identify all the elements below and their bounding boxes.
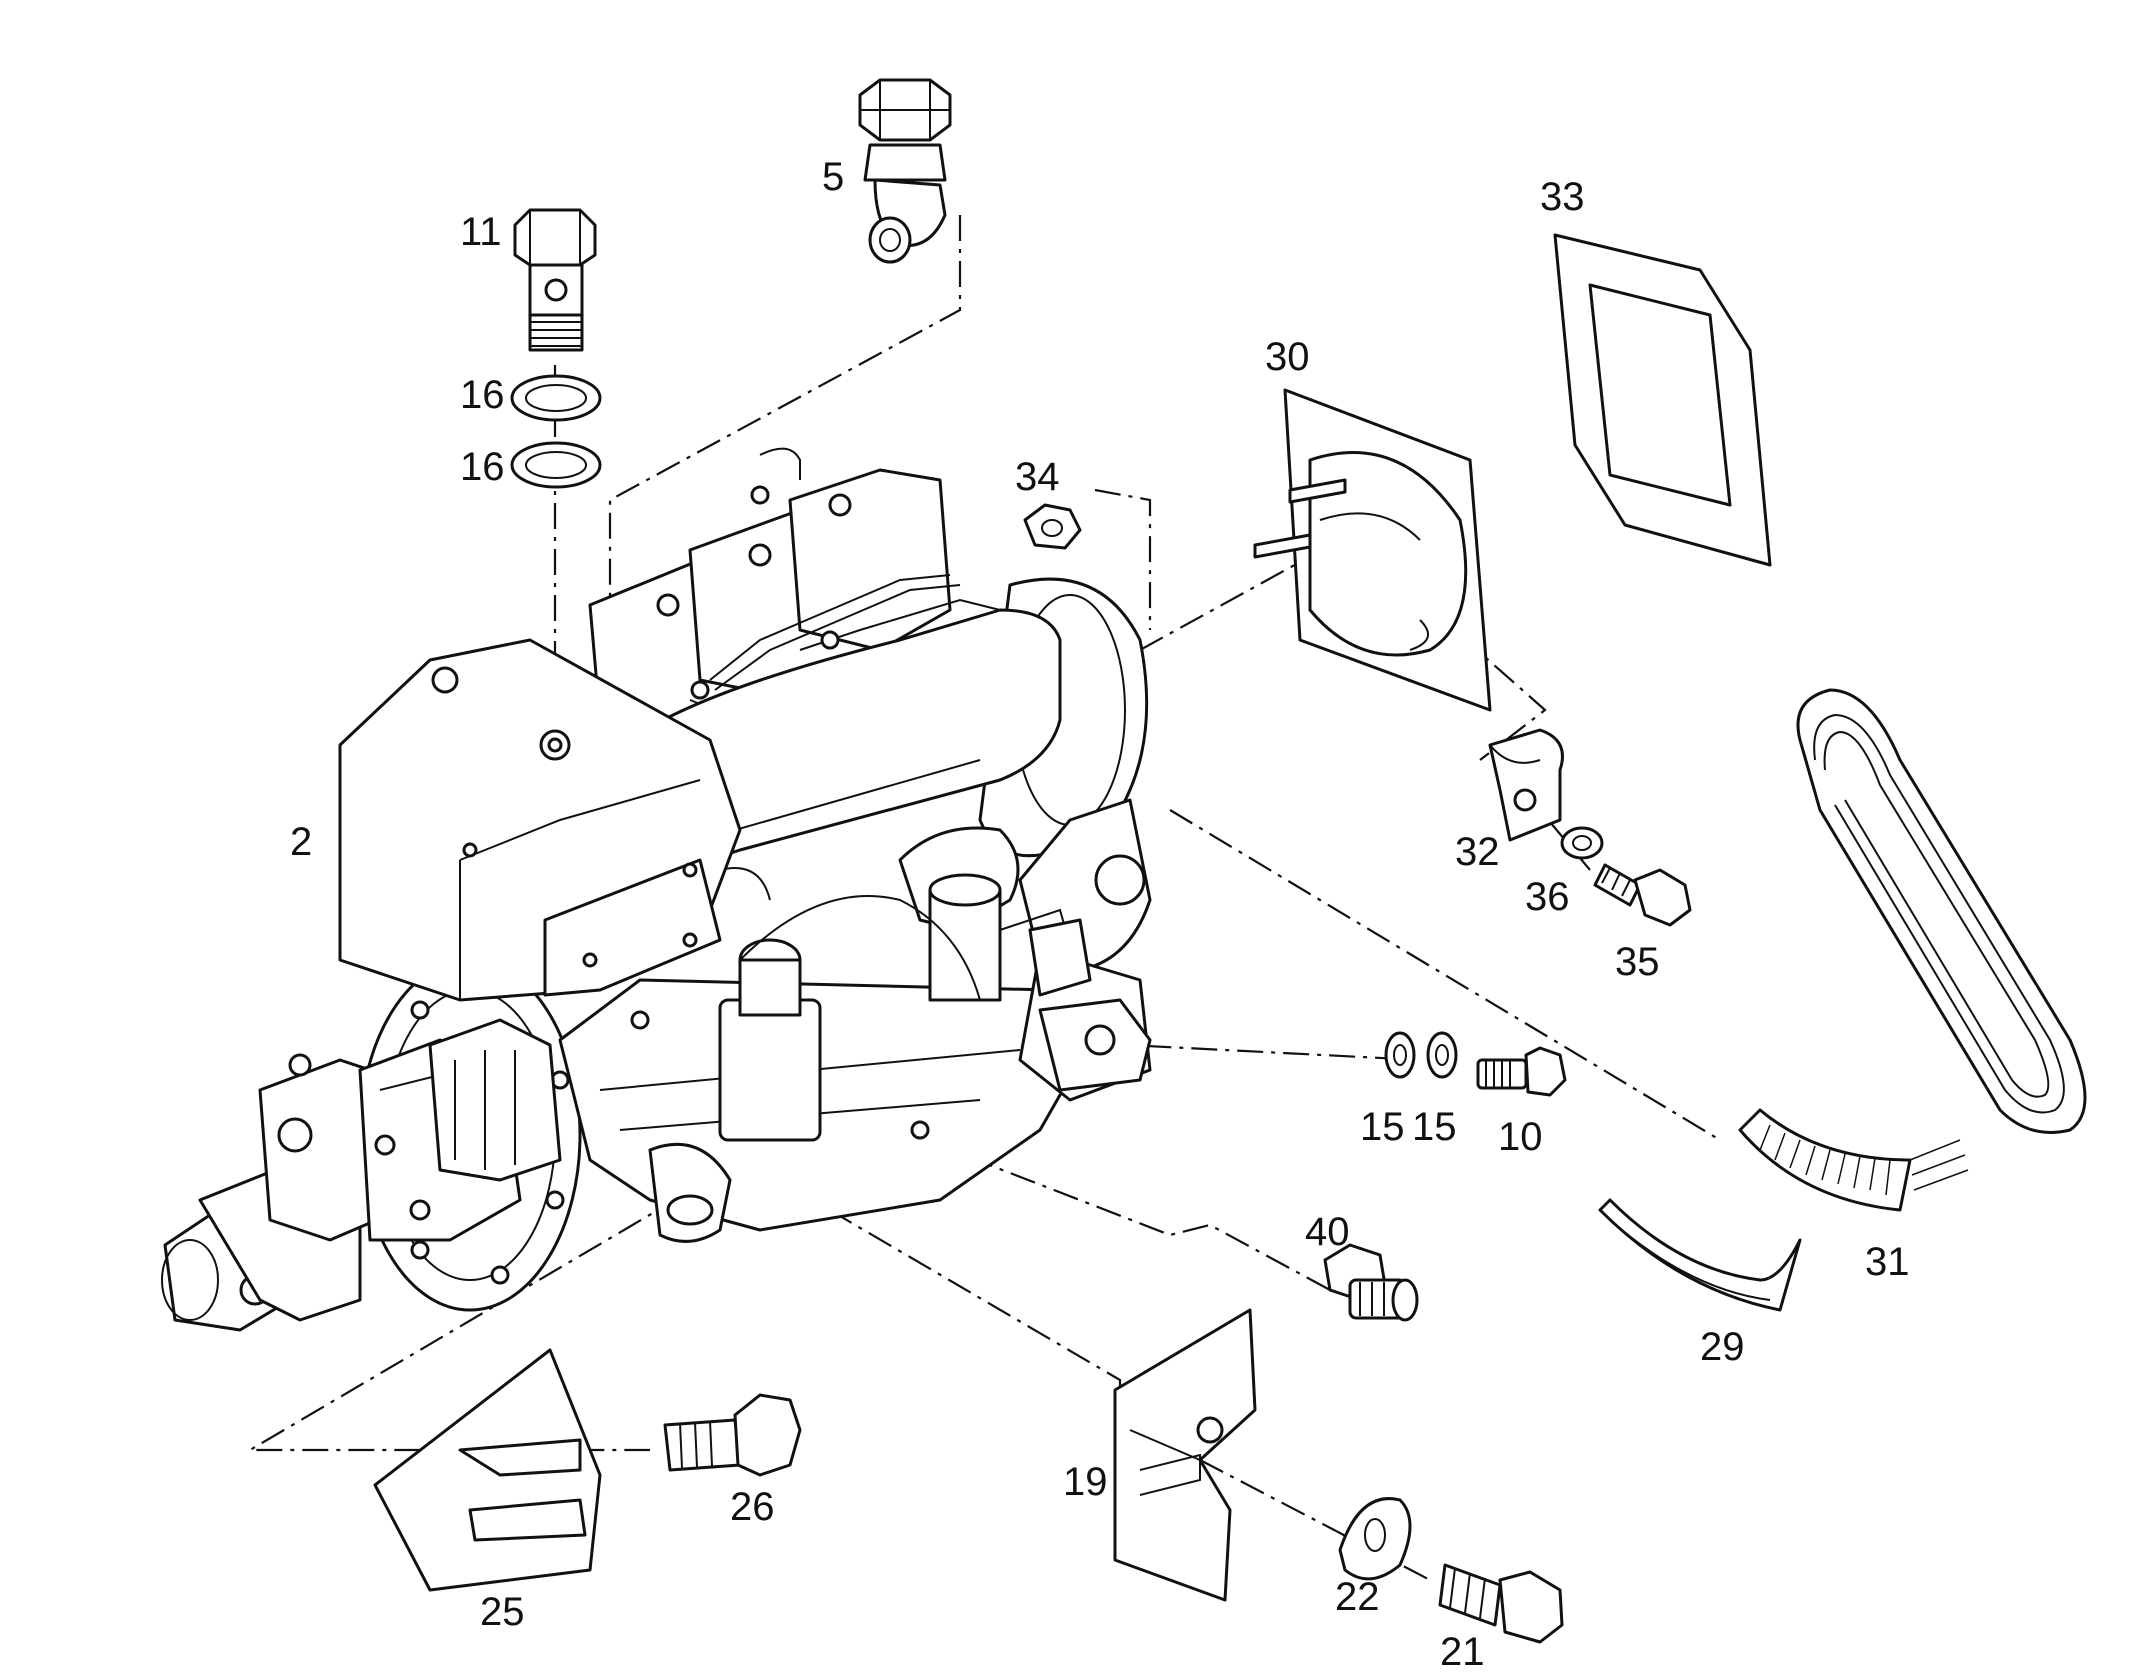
- v-belt-part-31: [1738, 688, 2087, 1212]
- callout-36: 36: [1525, 875, 1570, 919]
- bolt-part-10: [1476, 1046, 1567, 1097]
- callout-11: 11: [460, 210, 502, 254]
- callout-16-b: 16: [460, 445, 505, 489]
- banjo-bolt-part-11: [513, 208, 597, 352]
- washer-part-15-b: [1426, 1031, 1458, 1079]
- callout-15-a: 15: [1360, 1105, 1405, 1149]
- callout-40: 40: [1305, 1210, 1350, 1254]
- seal-rings-part-16: [510, 374, 602, 489]
- callout-10: 10: [1498, 1115, 1543, 1159]
- nut-part-34: [1023, 503, 1082, 550]
- fan-cover-part-30: [1253, 388, 1492, 712]
- banjo-bolt-part-5: [858, 78, 952, 264]
- gasket-frame-part-33: [1553, 233, 1772, 567]
- callout-5: 5: [822, 155, 844, 199]
- belt-segment-part-29: [1598, 1198, 1802, 1312]
- slotted-plate-part-25: [373, 1348, 602, 1592]
- bracket-part-19: [1113, 1308, 1257, 1602]
- callout-34: 34: [1015, 455, 1060, 499]
- engine-assembly: [161, 447, 1152, 1332]
- clamp-part-32: [1488, 728, 1564, 842]
- callout-19: 19: [1063, 1460, 1108, 1504]
- washer-part-15-a: [1384, 1031, 1416, 1079]
- callout-2: 2: [290, 820, 312, 864]
- callout-22: 22: [1335, 1575, 1380, 1619]
- callout-15-b: 15: [1412, 1105, 1457, 1149]
- callout-labels: 2 5 10 11 15 15 16 16 19 21 22 25 26 29 …: [290, 155, 1910, 1674]
- callout-26: 26: [730, 1485, 775, 1529]
- callout-31: 31: [1865, 1240, 1910, 1284]
- washer-part-36: [1560, 826, 1604, 860]
- callout-30: 30: [1265, 335, 1310, 379]
- bolt-part-21: [1438, 1563, 1564, 1644]
- callout-21: 21: [1440, 1630, 1485, 1674]
- bolt-part-26: [663, 1393, 802, 1477]
- lock-washer-part-22: [1338, 1497, 1412, 1581]
- callout-25: 25: [480, 1590, 525, 1634]
- belt-ribs: [1759, 1124, 1969, 1196]
- plug-part-40: [1323, 1243, 1419, 1322]
- callout-35: 35: [1615, 940, 1660, 984]
- bolt-part-35: [1593, 863, 1692, 927]
- callout-29: 29: [1700, 1325, 1745, 1369]
- callout-32: 32: [1455, 830, 1500, 874]
- callout-33: 33: [1540, 175, 1585, 219]
- callout-16-a: 16: [460, 373, 505, 417]
